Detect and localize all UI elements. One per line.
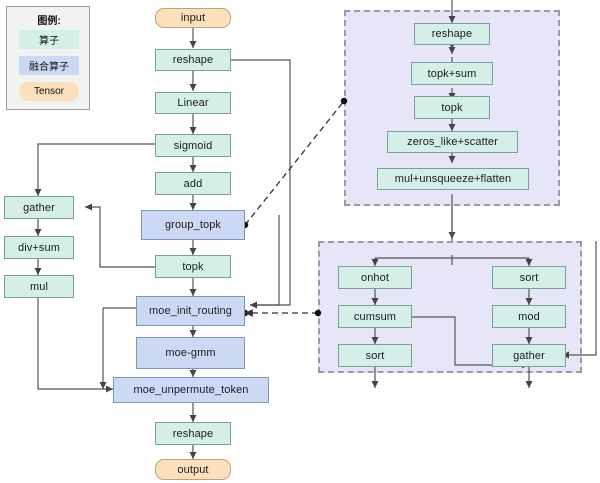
node-g1-topk[interactable]: topk xyxy=(414,96,490,119)
node-gather-left[interactable]: gather xyxy=(4,196,74,219)
node-linear[interactable]: Linear xyxy=(155,92,231,114)
node-div-sum[interactable]: div+sum xyxy=(4,236,74,259)
node-group-topk[interactable]: group_topk xyxy=(141,210,245,240)
legend-item-tensor: Tensor xyxy=(19,82,79,101)
legend-item-operator: 算子 xyxy=(19,30,79,49)
node-mul-left[interactable]: mul xyxy=(4,275,74,298)
legend-item-fused-operator: 融合算子 xyxy=(19,56,79,75)
node-g2-cumsum[interactable]: cumsum xyxy=(338,305,412,328)
node-moe-init-routing[interactable]: moe_init_routing xyxy=(136,296,245,326)
node-moe-gmm[interactable]: moe-gmm xyxy=(136,337,245,369)
node-g1-topk-sum[interactable]: topk+sum xyxy=(411,62,493,85)
node-reshape-top[interactable]: reshape xyxy=(155,49,231,71)
node-g2-mod[interactable]: mod xyxy=(492,305,566,328)
node-topk-mid[interactable]: topk xyxy=(155,255,231,278)
node-g2-sort-left[interactable]: sort xyxy=(338,344,412,367)
node-output[interactable]: output xyxy=(155,459,231,480)
legend-panel: 图例: 算子 融合算子 Tensor xyxy=(6,6,90,110)
node-input[interactable]: input xyxy=(155,8,231,28)
node-g2-onhot[interactable]: onhot xyxy=(338,266,412,289)
node-g1-reshape[interactable]: reshape xyxy=(414,23,490,45)
anchor-dot-group-topk-box xyxy=(340,97,348,105)
node-add[interactable]: add xyxy=(155,172,231,195)
node-sigmoid[interactable]: sigmoid xyxy=(155,134,231,157)
node-g2-gather[interactable]: gather xyxy=(492,344,566,367)
anchor-dot-routing-box xyxy=(314,309,322,317)
node-moe-unpermute-token[interactable]: moe_unpermute_token xyxy=(113,377,269,403)
legend-title: 图例: xyxy=(37,16,61,27)
node-reshape-bottom[interactable]: reshape xyxy=(155,422,231,445)
node-g1-mul-unsqueeze-flatten[interactable]: mul+unsqueeze+flatten xyxy=(377,168,529,190)
node-g2-sort-right[interactable]: sort xyxy=(492,266,566,289)
node-g1-zeros-like-scatter[interactable]: zeros_like+scatter xyxy=(387,131,518,153)
